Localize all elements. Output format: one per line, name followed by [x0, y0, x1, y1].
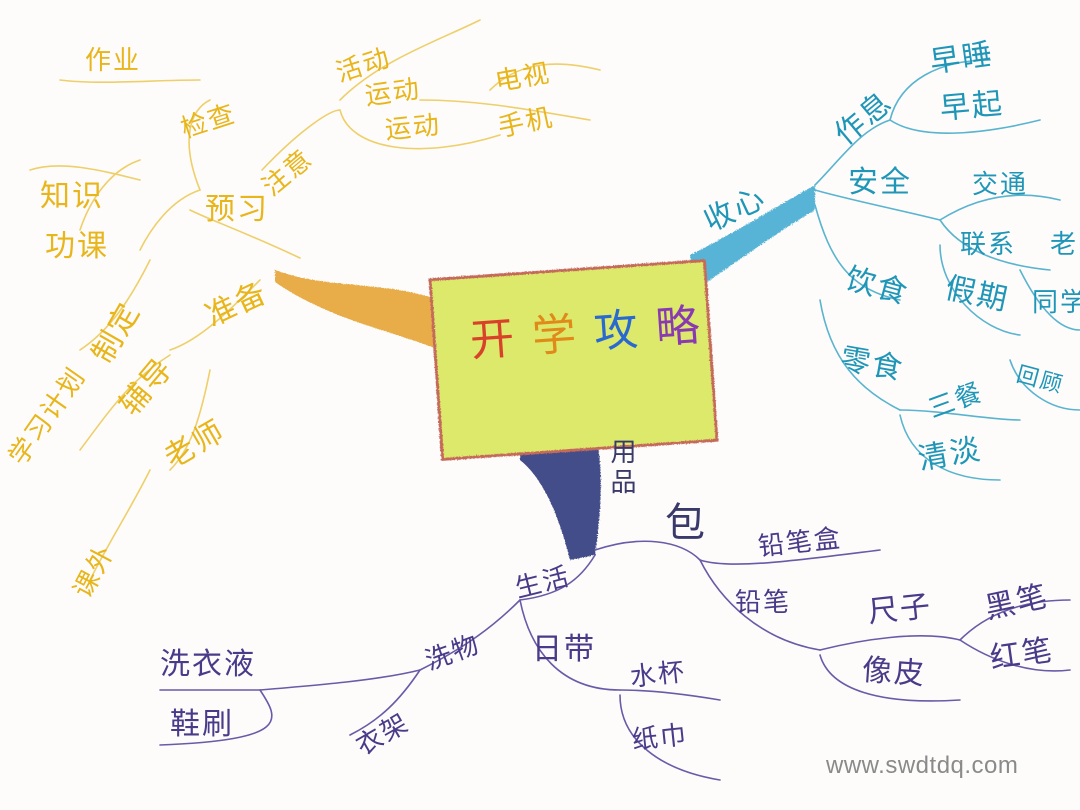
node-gongke: 功课 [45, 229, 109, 264]
yellow-branch-lines [29, 19, 601, 581]
blue-branch-lines [814, 59, 1080, 481]
title-char-1: 开 [468, 312, 518, 368]
node-hongbi: 红笔 [987, 632, 1057, 677]
node-ridai: 日带 [532, 632, 596, 667]
node-xiangpi: 像皮 [860, 652, 928, 693]
orange-connector [275, 270, 440, 350]
node-yundong: 运动 [383, 110, 443, 146]
node-xieshua: 鞋刷 [170, 707, 234, 742]
title-char-2: 学 [530, 308, 580, 363]
center-box [428, 258, 719, 461]
title-char-4: 略 [654, 299, 704, 355]
node-yongpin: 用品 [606, 438, 636, 498]
node-lianxi: 联系 [960, 230, 1017, 260]
node-zhishi: 知识 [40, 179, 104, 214]
watermark: www.swdtdq.com [826, 752, 1019, 779]
node-tongxue: 同学 [1032, 288, 1080, 318]
node-yundong-top: 运动 [363, 74, 423, 112]
node-qianbi: 铅笔 [735, 588, 792, 618]
node-laoshi-b: 老 [1050, 230, 1079, 260]
node-bao: 包 [665, 500, 707, 546]
blue-connector [690, 185, 815, 290]
node-shuibei: 水杯 [628, 657, 688, 693]
node-yuxi: 预习 [205, 192, 269, 227]
node-xiyiye: 洗衣液 [160, 647, 256, 682]
node-zuoye: 作业 [85, 46, 142, 76]
node-jiaotong: 交通 [972, 170, 1029, 200]
node-zaoshui: 早睡 [927, 36, 997, 81]
node-chizi: 尺子 [866, 588, 934, 631]
node-zaoqi: 早起 [938, 86, 1006, 127]
purple-branch-lines [159, 540, 1071, 781]
node-anquan: 安全 [848, 165, 912, 200]
title-char-3: 攻 [592, 304, 642, 359]
navy-connector [520, 425, 601, 560]
node-zhijin: 纸巾 [630, 720, 690, 756]
